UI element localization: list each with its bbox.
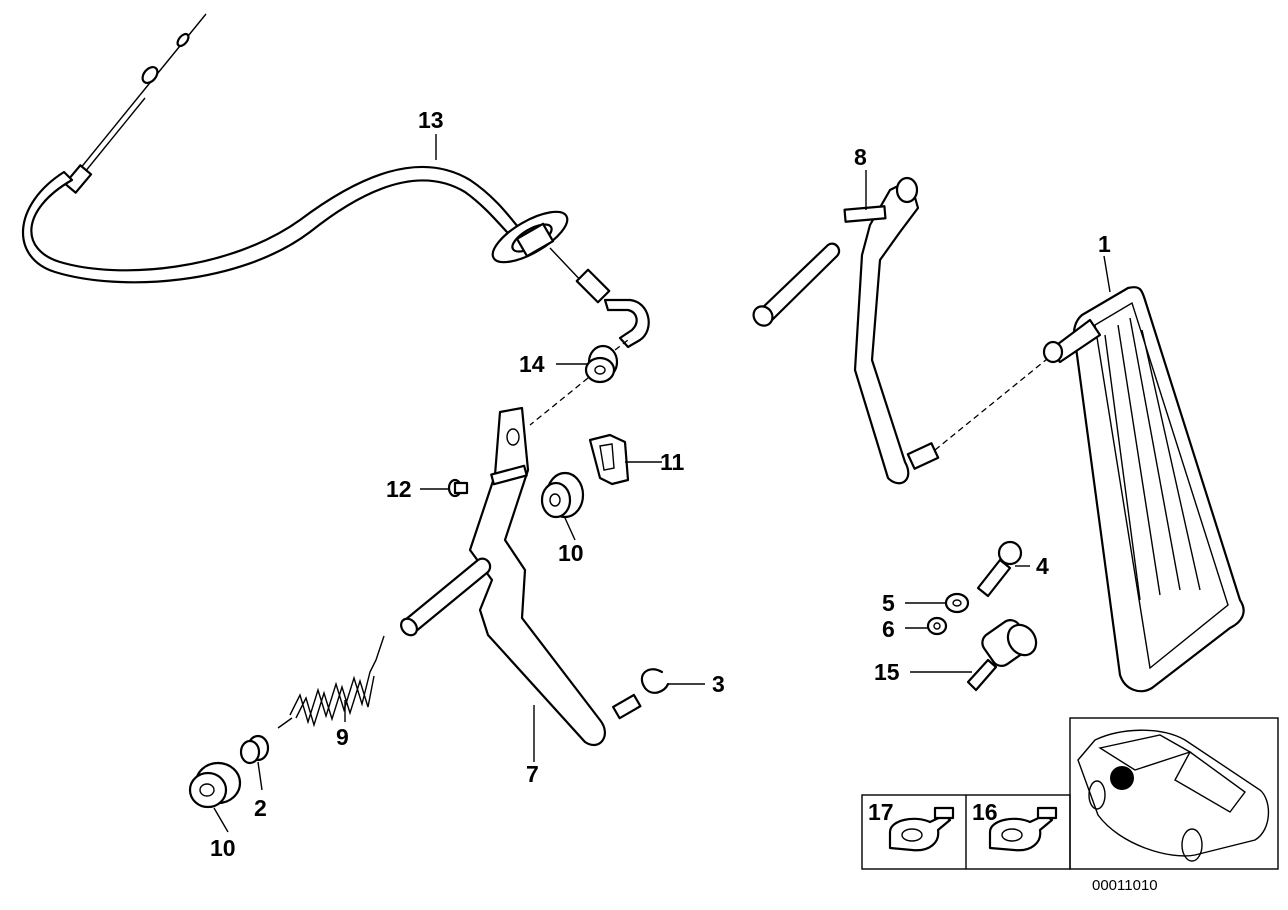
- bolt-4[interactable]: [976, 540, 1023, 598]
- vehicle-locator: [1077, 729, 1270, 862]
- callout-9: 9: [336, 724, 349, 750]
- callout-2: 2: [254, 795, 267, 821]
- pedal-arm[interactable]: [750, 176, 940, 485]
- callout-17: 17: [868, 799, 894, 825]
- callout-3: 3: [712, 671, 725, 697]
- circlip-3[interactable]: [640, 668, 670, 694]
- nut-6[interactable]: [926, 616, 948, 636]
- accelerator-cable[interactable]: [21, 13, 650, 349]
- callout-8: 8: [854, 144, 867, 170]
- clamp-16[interactable]: [988, 806, 1058, 852]
- callout-10-lower: 10: [210, 835, 236, 861]
- callout-15: 15: [874, 659, 900, 685]
- assembly-line-14: [529, 377, 589, 426]
- inset-panel: [861, 717, 1279, 870]
- callout-6: 6: [882, 616, 895, 642]
- callout-13: 13: [418, 107, 444, 133]
- reference-code: 00011010: [1092, 877, 1158, 894]
- callout-14: 14: [519, 351, 545, 377]
- callout-16: 16: [972, 799, 998, 825]
- bushing-10-upper[interactable]: [540, 471, 585, 519]
- assembly-line-13: [614, 339, 629, 351]
- callout-11: 11: [660, 449, 685, 475]
- bushing-14[interactable]: [584, 344, 619, 384]
- clip-11[interactable]: [588, 433, 630, 486]
- assembly-line-8: [934, 354, 1053, 451]
- callout-1: 1: [1098, 231, 1111, 257]
- pedal-plate[interactable]: [1042, 286, 1245, 693]
- location-marker: [1110, 766, 1134, 790]
- bushing-10-lower[interactable]: [188, 761, 242, 809]
- leader-lines: [213, 134, 1111, 833]
- pedal-lever[interactable]: [398, 406, 642, 746]
- callout-5: 5: [882, 590, 895, 616]
- callout-12: 12: [386, 476, 412, 502]
- sleeve-2[interactable]: [239, 734, 270, 765]
- clamp-17[interactable]: [888, 806, 955, 852]
- callout-10-upper: 10: [558, 540, 584, 566]
- callout-4: 4: [1036, 553, 1049, 579]
- washer-5[interactable]: [944, 592, 970, 614]
- callout-7: 7: [526, 761, 539, 787]
- return-spring[interactable]: [277, 635, 385, 729]
- clip-pin-12[interactable]: [447, 478, 469, 498]
- pedal-stop-15[interactable]: [966, 616, 1042, 692]
